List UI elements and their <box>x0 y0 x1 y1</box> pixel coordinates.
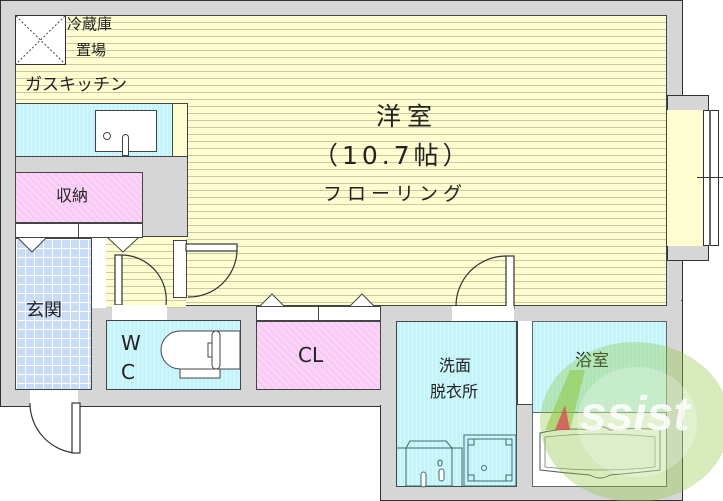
front-door-swing-icon <box>29 402 81 454</box>
fridge-cross-icon <box>15 15 66 65</box>
entrance-floor <box>15 238 92 390</box>
bath-door[interactable] <box>517 321 532 405</box>
assist-watermark-logo: ssist <box>540 342 723 501</box>
storage-door-left[interactable] <box>15 223 79 238</box>
closet-label: CL <box>298 343 324 367</box>
washroom-label-1: 洗面 <box>439 356 472 375</box>
entrance-step-marker-icon <box>17 237 47 253</box>
wc-door-opening[interactable] <box>112 305 167 320</box>
storage-door-right[interactable] <box>79 223 143 238</box>
toilet-label-w: W <box>121 331 141 355</box>
room-door-swing-icon <box>185 243 238 298</box>
bay-window-sash <box>697 177 723 178</box>
kitchen-counter-end <box>173 103 188 157</box>
bathtub-icon <box>539 426 661 479</box>
washing-machine-pan-icon <box>463 434 517 487</box>
sink-drain-icon <box>103 132 111 140</box>
toilet-fixture-icon <box>160 330 241 379</box>
bathroom-label: 浴室 <box>575 351 609 371</box>
hallway-step <box>92 238 106 308</box>
bay-window-floor <box>667 110 703 246</box>
western-room-name: 洋室 <box>376 102 439 131</box>
washroom-label-2: 脱衣所 <box>430 382 479 401</box>
svg-text:ssist: ssist <box>580 388 691 441</box>
western-room-size: （10.7帖） <box>313 141 472 170</box>
washroom-floor <box>396 321 517 487</box>
closet-door-right[interactable] <box>319 306 381 321</box>
closet-floor <box>256 321 381 390</box>
closet-door-markers-icon <box>259 293 375 307</box>
storage-label: 収納 <box>56 186 89 205</box>
storage-closet <box>15 172 143 223</box>
sink-faucet-icon <box>122 134 129 156</box>
closet-door-left[interactable] <box>256 306 319 321</box>
fridge-space-label-1: 冷蔵庫 <box>67 15 113 33</box>
fridge-space-label-2: 置場 <box>76 41 107 59</box>
hallway-marker-icon <box>107 237 139 253</box>
bay-window-glass <box>703 110 719 246</box>
entrance-label: 玄関 <box>26 300 62 321</box>
kitchen-label: ガスキッチン <box>25 75 127 95</box>
fridge-space <box>15 15 66 65</box>
room-door-opening[interactable] <box>173 240 187 298</box>
washroom-door-opening[interactable] <box>452 306 514 321</box>
vanity-sink-icon <box>396 440 463 488</box>
toilet-label-c: C <box>121 360 135 384</box>
western-room-flooring: フローリング <box>323 183 468 205</box>
bay-window-pane-line <box>709 110 711 246</box>
front-door-opening[interactable] <box>30 390 78 407</box>
